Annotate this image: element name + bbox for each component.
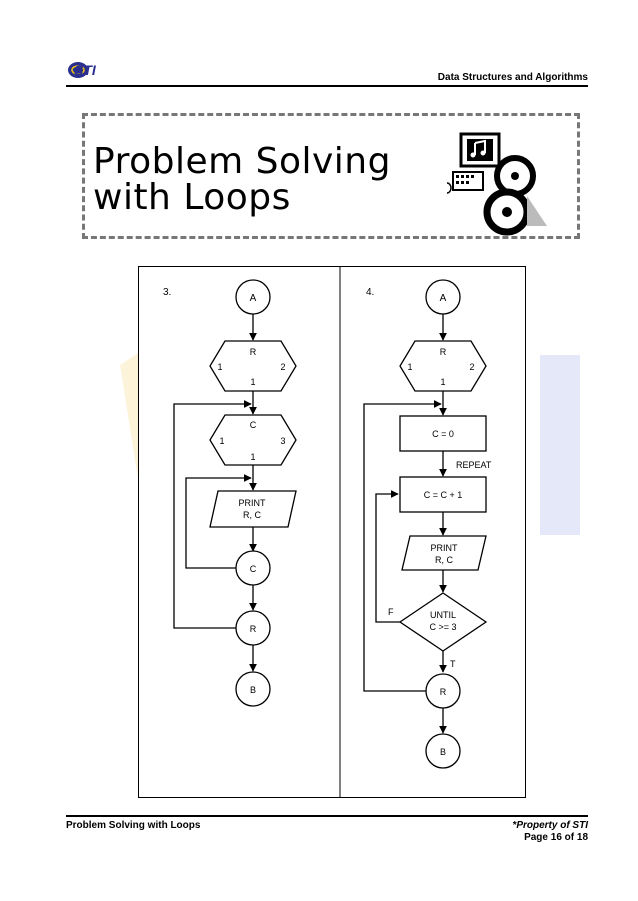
flowchart-4-init-text: C = 0: [432, 429, 454, 439]
flowchart-4-false-label: F: [388, 607, 394, 617]
flowchart-3-loop-r-end: 2: [280, 362, 285, 372]
flowchart-4: 4. A R 1 2 1 C = 0 REPEAT C = C + 1 PRIN…: [363, 279, 492, 769]
computer-cd-clipart-icon: [447, 132, 547, 236]
flowchart-4-loop-r-label: R: [440, 347, 447, 357]
flowchart-3-exit-label: B: [250, 685, 256, 695]
flowchart-3-end-r-label: R: [250, 624, 257, 634]
flowchart-3-loop-c: [209, 414, 297, 466]
document-title: Data Structures and Algorithms: [437, 72, 588, 83]
flowcharts-figure: 3. A R 1 2 1 C 1 3 1 PRINT R, C C R: [138, 266, 526, 798]
flowchart-3-start-label: A: [250, 293, 257, 304]
flowchart-4-until-line-2: C >= 3: [429, 622, 456, 632]
flowchart-3-print-line-2: R, C: [243, 510, 262, 520]
flowchart-3-loop-r-label: R: [250, 347, 257, 357]
flowchart-3-print: [209, 490, 297, 528]
flowchart-3-loop-r-start: 1: [217, 362, 222, 372]
footer-page-number: Page 16 of 18: [524, 832, 588, 843]
flowchart-3-loop-c-label: C: [250, 420, 257, 430]
footer-divider: [66, 815, 588, 817]
header-divider: [66, 85, 588, 87]
sti-logo-icon: STI: [68, 62, 97, 78]
flowchart-3-exit-connector: [235, 671, 271, 707]
flowchart-4-number: 4.: [366, 287, 374, 298]
flowchart-4-true-label: T: [450, 659, 456, 669]
flowchart-4-loop-r-step: 1: [440, 377, 445, 387]
flowchart-4-print-line-2: R, C: [435, 555, 454, 565]
flowchart-4-print-line-1: PRINT: [431, 543, 459, 553]
flowchart-4-increment-box: [399, 476, 487, 513]
flowchart-3-loop-r: [209, 340, 297, 392]
flowchart-4-repeat-label: REPEAT: [456, 460, 492, 470]
flowchart-4-exit-label: B: [440, 747, 446, 757]
flowchart-3: 3. A R 1 2 1 C 1 3 1 PRINT R, C C R: [163, 279, 297, 707]
banner-title: Problem Solving with Loops: [93, 144, 391, 216]
flowchart-4-start-label: A: [440, 293, 447, 304]
flowchart-3-loop-c-end: 3: [280, 436, 285, 446]
footer-property: *Property of STI: [512, 820, 588, 831]
footer-section-title: Problem Solving with Loops: [66, 820, 201, 831]
flowchart-4-loop-r-start: 1: [407, 362, 412, 372]
flowchart-3-end-c-label: C: [250, 564, 257, 574]
flowchart-3-loop-c-step: 1: [250, 452, 255, 462]
footer-right: *Property of STI Page 16 of 18: [512, 820, 588, 844]
flowchart-4-loop-r-end: 2: [469, 362, 474, 372]
banner-title-line-1: Problem Solving: [93, 141, 391, 182]
banner-title-line-2: with Loops: [93, 177, 291, 218]
flowchart-3-loop-c-start: 1: [219, 436, 224, 446]
flowchart-4-print: [401, 535, 487, 571]
logo-text: STI: [74, 62, 97, 78]
flowchart-4-exit-connector: [425, 733, 461, 769]
flowchart-4-increment-text: C = C + 1: [424, 490, 463, 500]
title-banner: Problem Solving with Loops: [82, 113, 580, 239]
flowchart-3-loop-r-step: 1: [250, 377, 255, 387]
flowchart-4-loop-r: [399, 340, 487, 392]
flowchart-4-end-r-label: R: [440, 687, 447, 697]
flowchart-3-number: 3.: [163, 287, 171, 298]
flowchart-3-print-line-1: PRINT: [239, 498, 267, 508]
flowchart-4-until-line-1: UNTIL: [430, 610, 456, 620]
flowchart-4-init-box: [399, 415, 487, 452]
